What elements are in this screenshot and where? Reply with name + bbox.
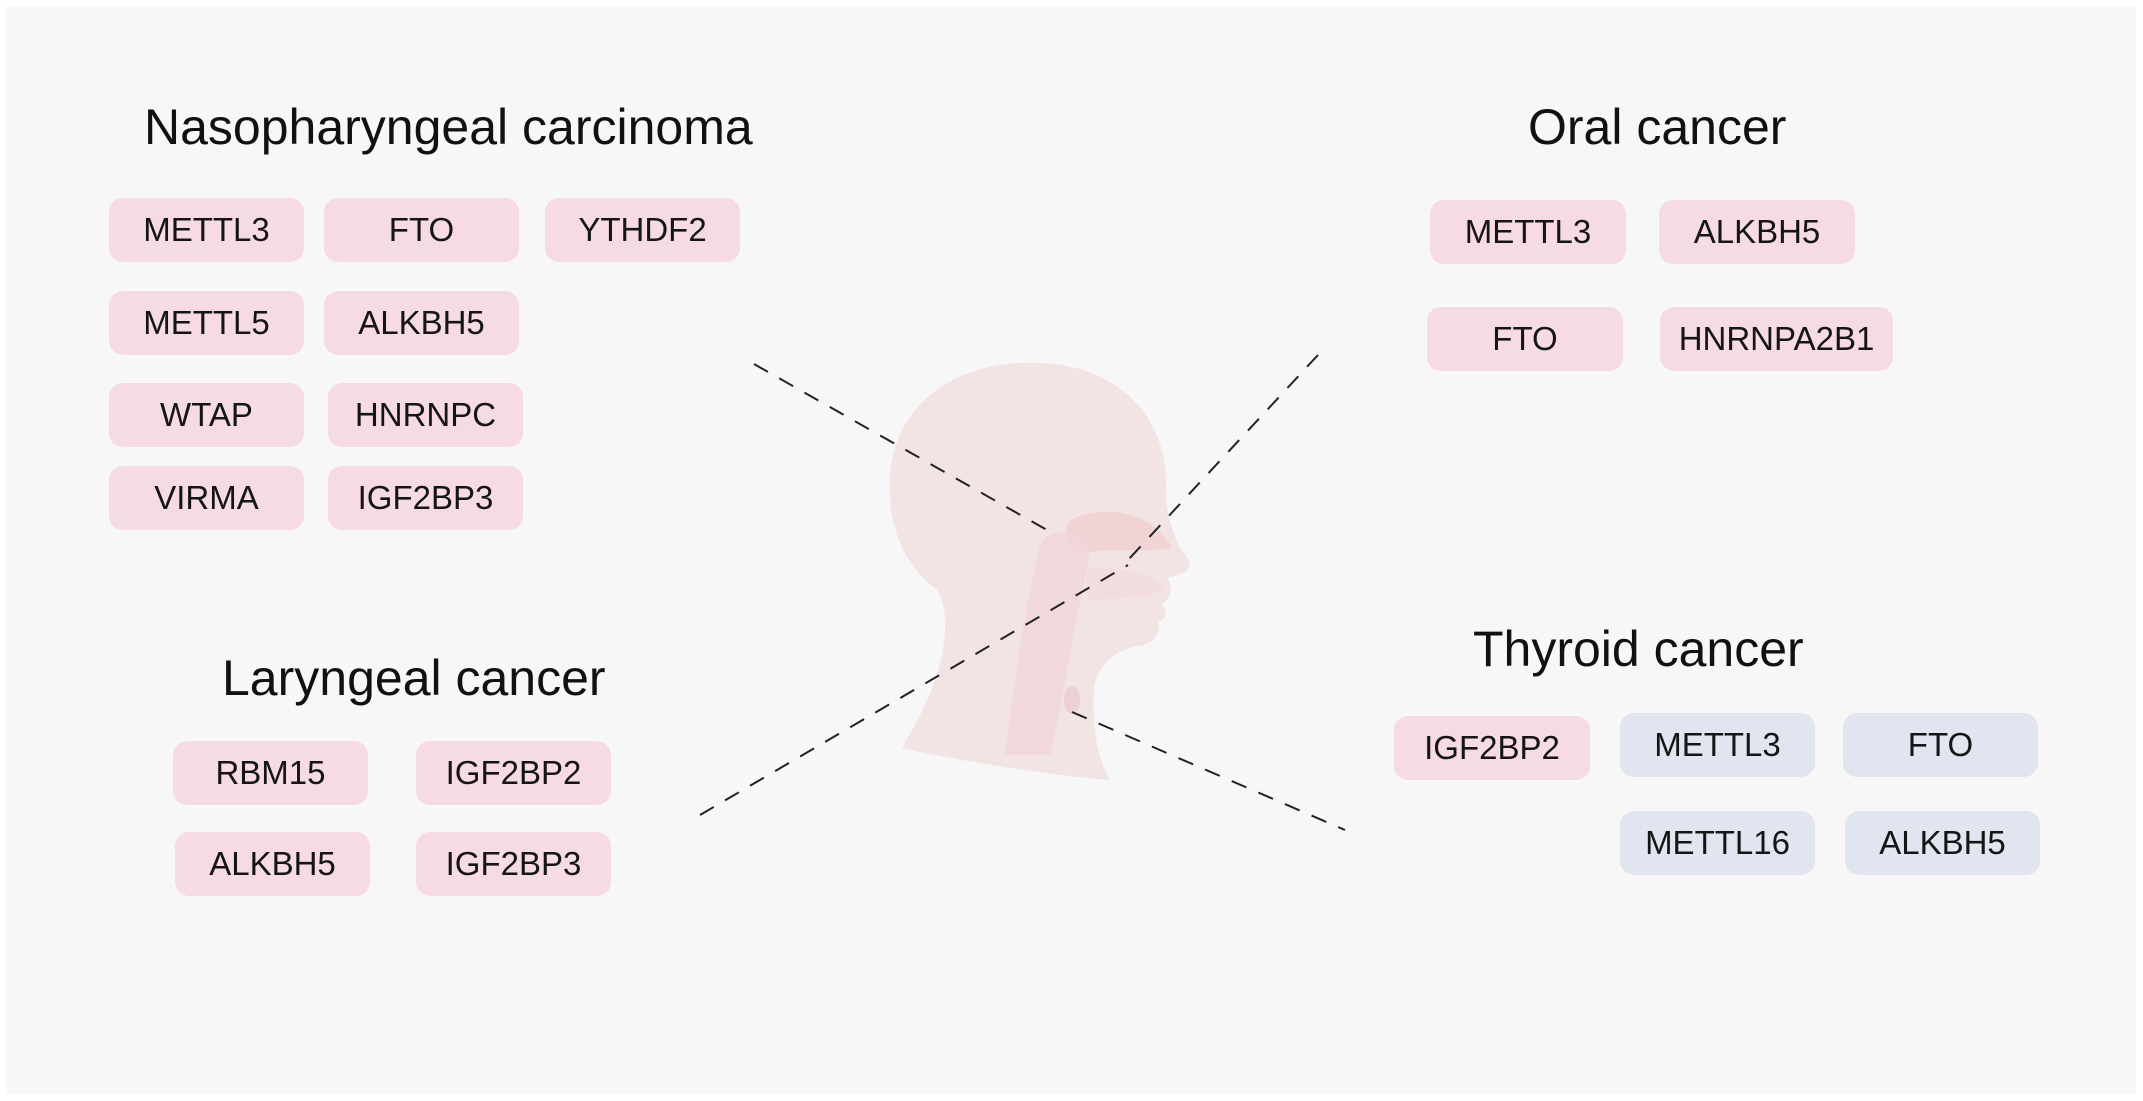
connector-laryngeal — [699, 564, 1129, 816]
thyroid-tag: ALKBH5 — [1845, 811, 2040, 875]
nasopharyngeal-tag: FTO — [324, 198, 519, 262]
oral-cavity — [1085, 568, 1165, 600]
oral-tag: HNRNPA2B1 — [1660, 307, 1893, 371]
nasopharyngeal-tag: ALKBH5 — [324, 291, 519, 355]
connector-thyroid — [1071, 711, 1346, 831]
oral-tag: METTL3 — [1430, 200, 1626, 264]
thyroid-tag: FTO — [1843, 713, 2038, 777]
nasopharyngeal-tag: HNRNPC — [328, 383, 523, 447]
oral-tag: FTO — [1427, 307, 1623, 371]
nasopharyngeal-tag: METTL5 — [109, 291, 304, 355]
laryngeal-tag: IGF2BP3 — [416, 832, 611, 896]
nasal-cavity — [1066, 511, 1172, 553]
nasopharyngeal-tag: YTHDF2 — [545, 198, 740, 262]
nasopharyngeal-title: Nasopharyngeal carcinoma — [144, 99, 753, 155]
nasopharyngeal-tag: VIRMA — [109, 466, 304, 530]
thyroid-title: Thyroid cancer — [1473, 621, 1804, 677]
thyroid-tag: IGF2BP2 — [1394, 716, 1590, 780]
head-silhouette-icon — [889, 362, 1190, 780]
oral-title: Oral cancer — [1528, 99, 1787, 155]
airway — [1005, 532, 1090, 755]
connector-oral — [1127, 354, 1319, 561]
laryngeal-tag: ALKBH5 — [175, 832, 370, 896]
oral-tag: ALKBH5 — [1659, 200, 1855, 264]
thyroid-tag: METTL16 — [1620, 811, 1815, 875]
larynx — [1064, 686, 1080, 714]
thyroid-tag: METTL3 — [1620, 713, 1815, 777]
laryngeal-tag: IGF2BP2 — [416, 741, 611, 805]
nasopharyngeal-tag: WTAP — [109, 383, 304, 447]
nasopharyngeal-tag: METTL3 — [109, 198, 304, 262]
laryngeal-title: Laryngeal cancer — [222, 650, 606, 706]
laryngeal-tag: RBM15 — [173, 741, 368, 805]
nasopharyngeal-tag: IGF2BP3 — [328, 466, 523, 530]
